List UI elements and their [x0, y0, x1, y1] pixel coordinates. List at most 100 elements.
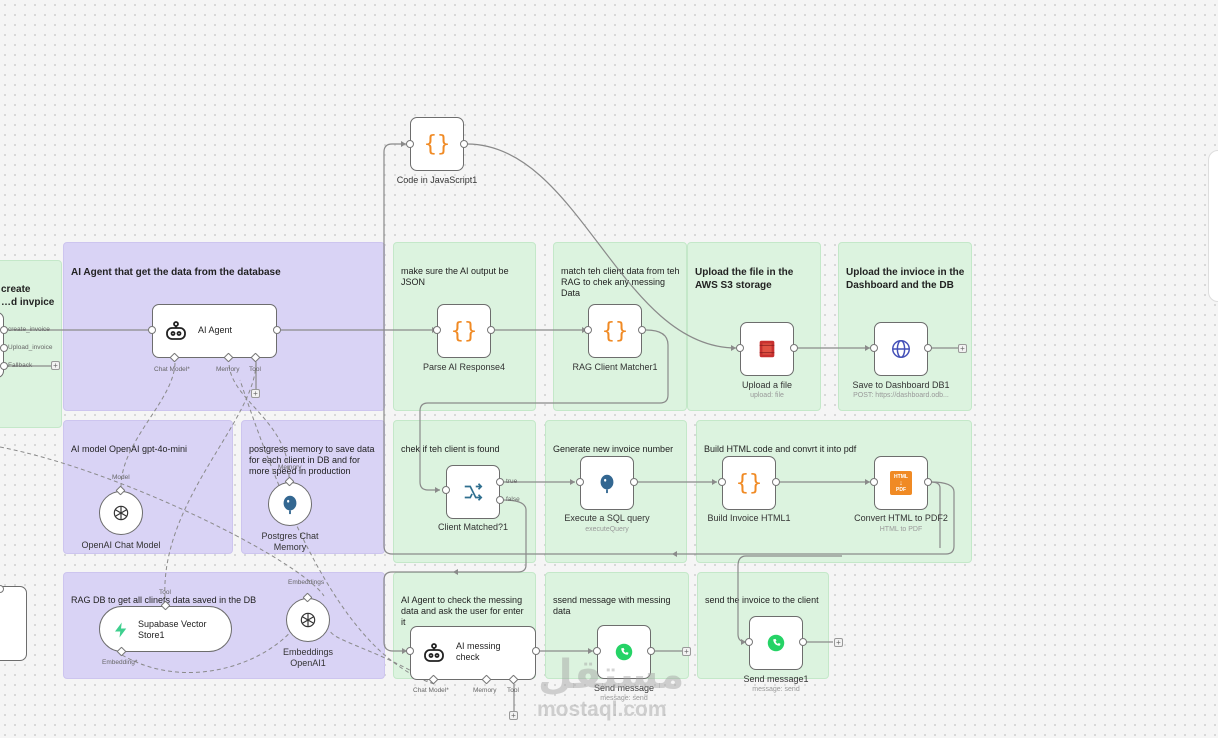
save-dashboard-add-button[interactable]: +: [958, 344, 967, 353]
ai-messing-output-port[interactable]: [532, 647, 540, 655]
parse-ai-input-port[interactable]: [433, 326, 441, 334]
upload-file-output-port[interactable]: [790, 344, 798, 352]
supabase-vector-store-title: Supabase Vector Store1: [138, 619, 207, 640]
send-message1-output-port[interactable]: [799, 638, 807, 646]
robot-icon: [421, 641, 447, 667]
client-matched-true-port[interactable]: [496, 478, 504, 486]
build-html-output-port[interactable]: [772, 478, 780, 486]
node-upload-a-file[interactable]: [740, 322, 794, 376]
output-create-invoice-port[interactable]: [0, 326, 8, 334]
node-convert-html-to-pdf[interactable]: HTML ↓ PDF: [874, 456, 928, 510]
openai-chat-model-port-label: Model: [112, 474, 130, 481]
add-node-fallback-button[interactable]: +: [51, 361, 60, 370]
send-message-input-port[interactable]: [593, 647, 601, 655]
output-fallback-port[interactable]: [0, 362, 8, 370]
execute-sql-query-sub: executeQuery: [585, 526, 629, 533]
send-message1-label: Send message1: [743, 674, 809, 684]
ai-agent-memory-label: Memory: [216, 366, 240, 373]
wire-dash-openai-chat: [329, 629, 435, 685]
node-openai-chat-model[interactable]: [99, 491, 143, 535]
arrow-code: [401, 141, 406, 147]
node-rag-client-matcher[interactable]: {}: [588, 304, 642, 358]
ai-messing-input-port[interactable]: [406, 647, 414, 655]
ai-messing-check-title: AI messing check: [456, 641, 501, 662]
code-braces-icon: {}: [423, 131, 451, 157]
side-panel-edge[interactable]: [1208, 150, 1218, 302]
code-javascript-input-port[interactable]: [406, 140, 414, 148]
code-javascript-output-port[interactable]: [460, 140, 468, 148]
node-send-message[interactable]: [597, 625, 651, 679]
wire-if-false-to-ai-check: [383, 499, 527, 652]
partial-left-node[interactable]: [0, 586, 27, 661]
send-message-add-button[interactable]: +: [682, 647, 691, 656]
node-embeddings-openai[interactable]: [286, 598, 330, 642]
supabase-bolt-icon: [110, 619, 132, 641]
sticky-create-invoice-text: create …d invpice: [1, 284, 55, 308]
node-client-matched[interactable]: [446, 465, 500, 519]
rag-matcher-output-port[interactable]: [638, 326, 646, 334]
ai-agent-input-port[interactable]: [148, 326, 156, 334]
sticky-postgres[interactable]: postgress memory to save data for each c…: [241, 420, 385, 554]
sticky-check-client-text: chek if teh client is found: [401, 444, 500, 454]
sticky-ai-model-text: AI model OpenAI gpt-4o-mini: [71, 444, 188, 454]
pdf-icon-top-text: HTML: [894, 473, 908, 480]
client-matched-input-port[interactable]: [442, 486, 450, 494]
node-code-javascript[interactable]: {}: [410, 117, 464, 171]
sticky-ai-model[interactable]: AI model OpenAI gpt-4o-mini: [63, 420, 233, 554]
sql-output-port[interactable]: [630, 478, 638, 486]
save-dashboard-output-port[interactable]: [924, 344, 932, 352]
convert-pdf-output-port[interactable]: [924, 478, 932, 486]
parse-ai-output-port[interactable]: [487, 326, 495, 334]
convert-pdf-input-port[interactable]: [870, 478, 878, 486]
send-message1-input-port[interactable]: [745, 638, 753, 646]
node-ai-agent[interactable]: AI Agent: [152, 304, 277, 358]
node-save-to-dashboard[interactable]: [874, 322, 928, 376]
wire-dash-tool: [164, 361, 257, 599]
globe-icon: [875, 323, 927, 375]
sticky-ensure-json[interactable]: make sure the AI output be JSON: [393, 242, 536, 411]
node-execute-sql-query[interactable]: [580, 456, 634, 510]
code-braces-icon: {}: [450, 318, 478, 344]
wire-rag-to-if: [419, 329, 669, 491]
ai-messing-tool-label: Tool: [507, 687, 519, 694]
sticky-ai-check-text: AI Agent to check the messing data and a…: [401, 595, 524, 627]
send-message-sub: message: send: [600, 695, 648, 702]
code-javascript-label: Code in JavaScript1: [396, 175, 478, 185]
rag-matcher-input-port[interactable]: [584, 326, 592, 334]
sticky-ensure-json-text: make sure the AI output be JSON: [401, 266, 509, 287]
ai-agent-output-port[interactable]: [273, 326, 281, 334]
send-message-output-port[interactable]: [647, 647, 655, 655]
arrow-sql: [570, 479, 575, 485]
save-dashboard-input-port[interactable]: [870, 344, 878, 352]
node-send-message1[interactable]: [749, 616, 803, 670]
output-upload-invoice-port[interactable]: [0, 344, 8, 352]
send-message1-add-button[interactable]: +: [834, 638, 843, 647]
client-matched-false-port[interactable]: [496, 496, 504, 504]
ai-agent-add-tool-button[interactable]: +: [251, 389, 260, 398]
sql-input-port[interactable]: [576, 478, 584, 486]
pdf-icon: HTML ↓ PDF: [890, 471, 912, 495]
save-to-dashboard-sub: POST: https://dashboard.odb...: [853, 392, 949, 399]
sticky-upload-dashboard-text: Upload the invioce in the Dashboard and …: [846, 267, 965, 291]
upload-file-input-port[interactable]: [736, 344, 744, 352]
sticky-upload-s3[interactable]: Upload the file in the AWS S3 storage: [687, 242, 821, 411]
node-build-invoice-html[interactable]: {}: [722, 456, 776, 510]
build-html-input-port[interactable]: [718, 478, 726, 486]
node-ai-messing-check[interactable]: AI messing check: [410, 626, 536, 680]
openai-embeddings-icon: [287, 599, 329, 641]
postgres-memory-port-label: Memory: [278, 464, 302, 471]
arrow-loop-back2: [453, 569, 458, 575]
arrow-ai-check: [402, 648, 407, 654]
code-braces-icon: {}: [735, 470, 763, 496]
sticky-postgres-text: postgress memory to save data for each c…: [249, 444, 375, 476]
sticky-create-invoice[interactable]: create …d invpice: [0, 260, 62, 428]
if-branch-icon: [447, 466, 499, 518]
client-matched-true-label: true: [506, 478, 518, 485]
node-postgres-chat-memory[interactable]: [268, 482, 312, 526]
ai-messing-add-tool-button[interactable]: +: [509, 711, 518, 720]
wire-dash-left: [0, 446, 325, 597]
sticky-build-html-text: Build HTML code and convrt it into pdf: [704, 444, 857, 454]
node-supabase-vector-store[interactable]: Supabase Vector Store1: [99, 606, 232, 652]
arrow-if: [435, 487, 440, 493]
node-parse-ai-response[interactable]: {}: [437, 304, 491, 358]
